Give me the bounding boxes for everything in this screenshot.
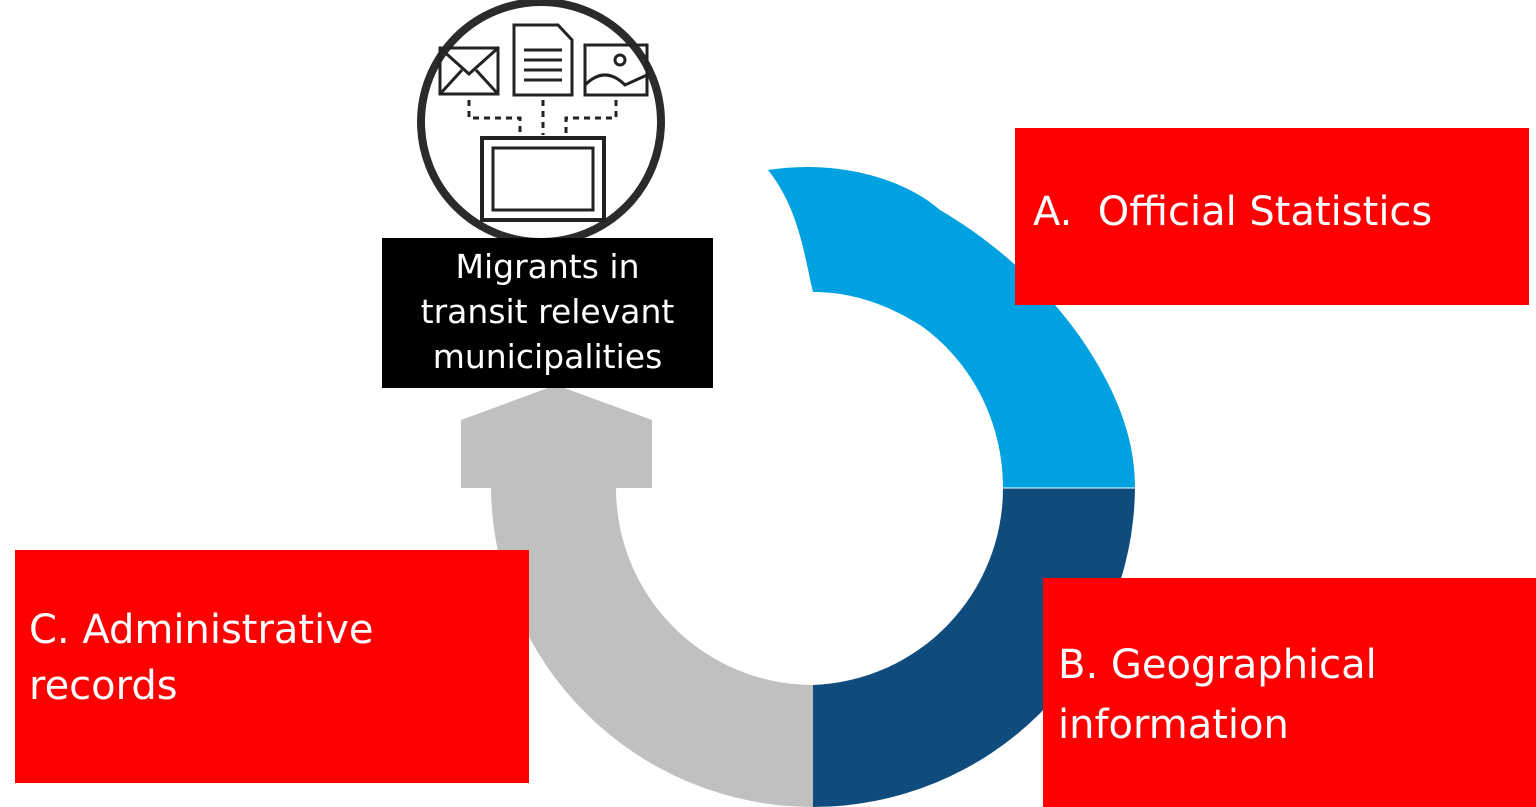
center-label: Migrants in transit relevant municipalit… (382, 238, 713, 388)
box-b-line-1: B. Geographical (1058, 642, 1377, 688)
center-label-line-3: municipalities (432, 337, 663, 376)
box-b-line-2: information (1058, 702, 1289, 748)
segment-administrative-records (461, 385, 813, 807)
segment-geographical-information (813, 488, 1135, 807)
center-label-line-1: Migrants in (455, 247, 640, 286)
box-administrative-records: C. Administrative records (15, 550, 529, 783)
box-official-statistics: A. Official Statistics (1015, 128, 1529, 305)
center-label-line-2: transit relevant (420, 292, 675, 331)
box-c-line-1: C. Administrative (29, 607, 374, 653)
segment-official-statistics (768, 166, 1135, 489)
box-geographical-information: B. Geographical information (1043, 578, 1536, 807)
box-c-line-2: records (29, 663, 178, 709)
documents-to-computer-icon (417, 0, 665, 246)
box-a-text: A. Official Statistics (1033, 189, 1433, 235)
